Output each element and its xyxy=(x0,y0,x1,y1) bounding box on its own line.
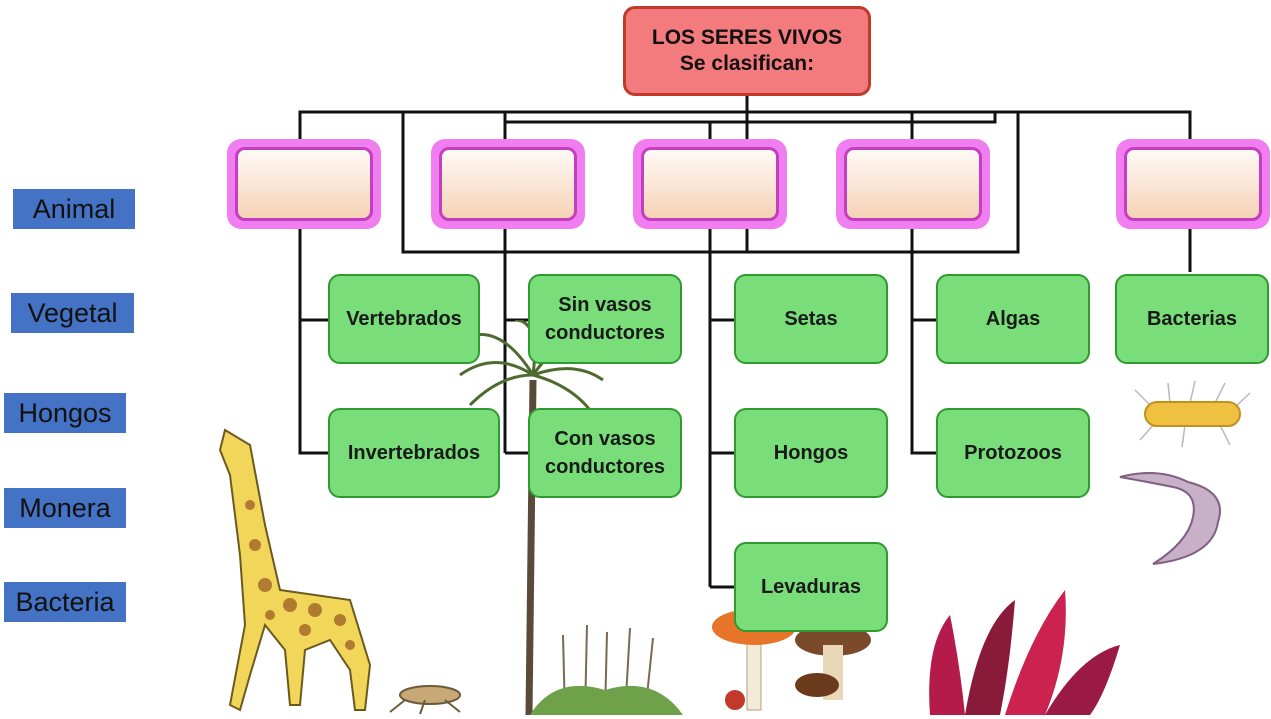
leaf-algas: Algas xyxy=(936,274,1090,364)
word-hongos[interactable]: Hongos xyxy=(4,393,126,433)
category-box-2[interactable] xyxy=(431,139,585,229)
root-subtitle: Se clasifican: xyxy=(679,52,815,75)
leaf-label: Invertebrados xyxy=(347,442,481,464)
giraffe-illustration xyxy=(218,428,372,712)
root-node: LOS SERES VIVOS Se clasifican: xyxy=(623,6,871,96)
seaweed-illustration xyxy=(929,590,1120,715)
category-drop-slot[interactable] xyxy=(844,147,982,221)
leaf-vertebrados: Vertebrados xyxy=(328,274,480,364)
leaf-label: Protozoos xyxy=(964,442,1062,464)
category-drop-slot[interactable] xyxy=(1124,147,1262,221)
moss-illustration xyxy=(530,624,683,715)
leaf-label: Hongos xyxy=(773,442,849,464)
leaf-sin-vasos-conductores: Sin vasos conductores xyxy=(528,274,682,364)
category-drop-slot[interactable] xyxy=(439,147,577,221)
protozoan-illustration xyxy=(1119,472,1221,565)
category-drop-slot[interactable] xyxy=(235,147,373,221)
leaf-invertebrados: Invertebrados xyxy=(328,408,500,498)
leaf-protozoos: Protozoos xyxy=(936,408,1090,498)
insect-illustration xyxy=(389,685,461,715)
leaf-label: Con vasos conductores xyxy=(544,428,666,478)
leaf-label: Setas xyxy=(784,308,838,330)
category-box-1[interactable] xyxy=(227,139,381,229)
leaf-label: Algas xyxy=(985,308,1041,330)
word-bacteria[interactable]: Bacteria xyxy=(4,582,126,622)
category-box-4[interactable] xyxy=(836,139,990,229)
word-monera[interactable]: Monera xyxy=(4,488,126,528)
category-drop-slot[interactable] xyxy=(641,147,779,221)
leaf-setas: Setas xyxy=(734,274,888,364)
word-vegetal[interactable]: Vegetal xyxy=(11,293,134,333)
leaf-label: Levaduras xyxy=(760,576,862,598)
leaf-bacterias: Bacterias xyxy=(1115,274,1269,364)
category-box-5[interactable] xyxy=(1116,139,1270,229)
bacterium-illustration xyxy=(1134,380,1251,448)
leaf-label: Vertebrados xyxy=(346,308,462,330)
leaf-label: Bacterias xyxy=(1146,308,1238,330)
root-title: LOS SERES VIVOS xyxy=(651,26,843,49)
leaf-hongos: Hongos xyxy=(734,408,888,498)
leaf-label: Sin vasos conductores xyxy=(544,294,666,344)
leaf-levaduras: Levaduras xyxy=(734,542,888,632)
leaf-con-vasos-conductores: Con vasos conductores xyxy=(528,408,682,498)
category-box-3[interactable] xyxy=(633,139,787,229)
word-animal[interactable]: Animal xyxy=(13,189,135,229)
